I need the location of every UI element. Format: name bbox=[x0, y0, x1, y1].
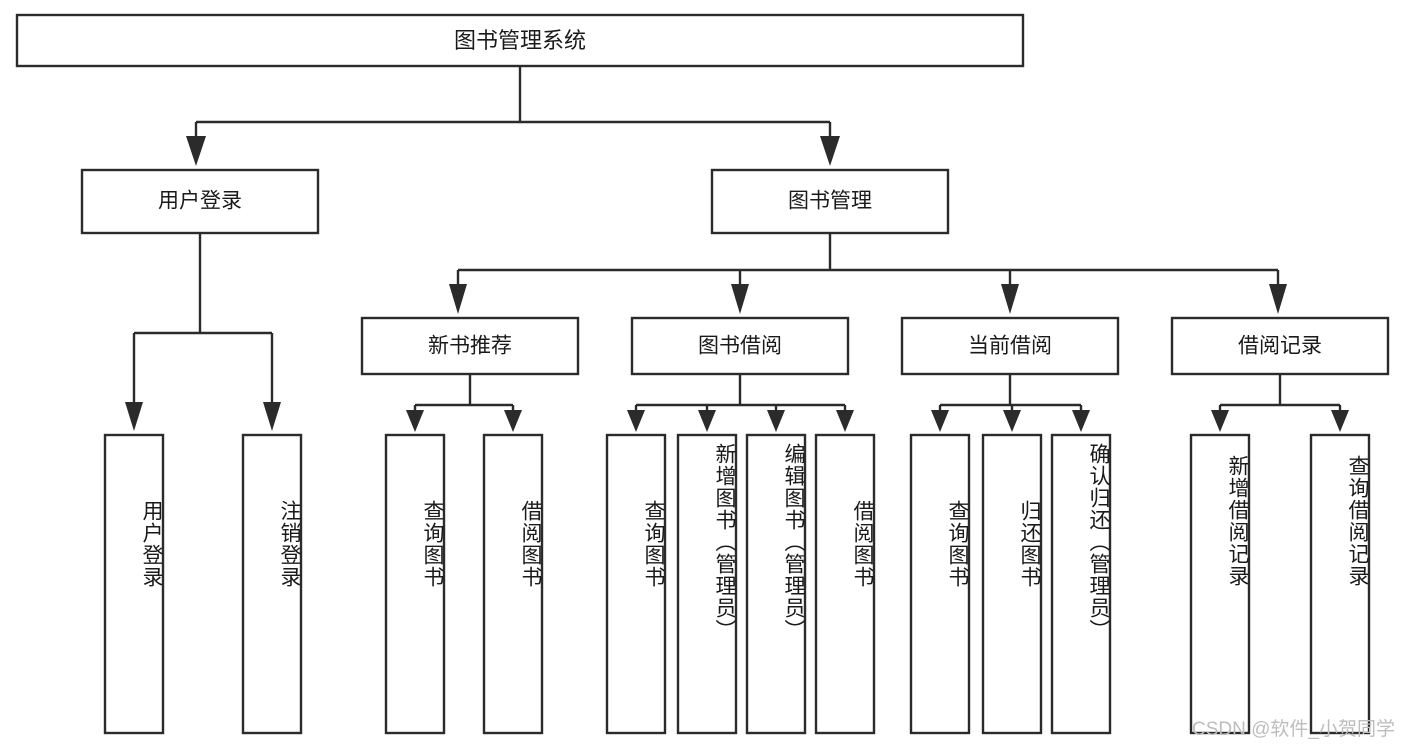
node-current-borrow[interactable]: 当前借阅 bbox=[900, 316, 1120, 376]
node-user-login[interactable]: 用户登录 bbox=[80, 168, 320, 235]
arrowhead-borrow-leaf1 bbox=[627, 410, 645, 432]
leaf-box-borrow-book-new[interactable] bbox=[482, 433, 544, 735]
node-book-borrow[interactable]: 图书借阅 bbox=[630, 316, 850, 376]
arrowhead-book-to-record bbox=[1269, 284, 1287, 314]
node-current-borrow-box[interactable] bbox=[900, 316, 1120, 376]
arrowhead-root-to-book bbox=[820, 136, 840, 166]
node-new-book-recommend-label: 新书推荐 bbox=[428, 335, 512, 358]
arrowhead-book-to-current bbox=[1001, 284, 1019, 314]
node-root-label: 图书管理系统 bbox=[454, 28, 586, 53]
arrowhead-current-leaf2 bbox=[1003, 410, 1021, 432]
arrowhead-user-leaf2 bbox=[263, 402, 281, 431]
edge-group-current-borrow bbox=[931, 374, 1090, 432]
arrowhead-current-leaf1 bbox=[931, 410, 949, 432]
edge-group-user-login bbox=[125, 233, 281, 431]
leaf-box-add-borrow-record[interactable] bbox=[1189, 433, 1251, 735]
arrowhead-current-leaf3 bbox=[1072, 410, 1090, 432]
node-borrow-record-label: 借阅记录 bbox=[1238, 335, 1322, 358]
node-book-management[interactable]: 图书管理 bbox=[710, 168, 950, 235]
edge-group-root bbox=[186, 66, 840, 166]
arrowhead-record-leaf2 bbox=[1331, 410, 1349, 432]
edge-group-new-book bbox=[406, 374, 522, 432]
edge-group-borrow-record bbox=[1211, 374, 1349, 432]
node-root[interactable]: 图书管理系统 bbox=[15, 13, 1025, 68]
node-user-login-box[interactable] bbox=[80, 168, 320, 235]
arrowhead-book-to-borrow bbox=[731, 284, 749, 314]
leaf-box-query-book-borrow[interactable] bbox=[605, 433, 667, 735]
node-book-borrow-box[interactable] bbox=[630, 316, 850, 376]
leaf-box-add-book-admin[interactable] bbox=[676, 433, 738, 735]
arrowhead-borrow-leaf3 bbox=[767, 410, 785, 432]
csdn-watermark: CSDN @软件_小贺同学 bbox=[1192, 719, 1395, 740]
arrowhead-book-to-new bbox=[449, 284, 467, 314]
leaf-boxes bbox=[103, 433, 1371, 735]
leaf-box-return-book[interactable] bbox=[981, 433, 1043, 735]
arrowhead-borrow-leaf2 bbox=[698, 410, 716, 432]
node-borrow-record-box[interactable] bbox=[1170, 316, 1390, 376]
edge-group-book-borrow bbox=[627, 374, 854, 432]
leaf-box-confirm-return-admin[interactable] bbox=[1050, 433, 1112, 735]
arrowhead-newbook-leaf2 bbox=[504, 410, 522, 432]
node-new-book-recommend-box[interactable] bbox=[360, 316, 580, 376]
leaf-box-query-borrow-record[interactable] bbox=[1309, 433, 1371, 735]
node-user-login-label: 用户登录 bbox=[158, 190, 242, 213]
arrowhead-newbook-leaf1 bbox=[406, 410, 424, 432]
leaf-box-query-book-new[interactable] bbox=[384, 433, 446, 735]
arrowhead-record-leaf1 bbox=[1211, 410, 1229, 432]
leaf-box-logout[interactable] bbox=[241, 433, 303, 735]
arrowhead-root-to-user bbox=[186, 136, 206, 166]
node-root-box[interactable] bbox=[15, 13, 1025, 68]
leaf-box-borrow-book[interactable] bbox=[814, 433, 876, 735]
arrowhead-user-leaf1 bbox=[125, 402, 143, 431]
node-book-management-box[interactable] bbox=[710, 168, 950, 235]
leaf-box-edit-book-admin[interactable] bbox=[745, 433, 807, 735]
node-book-management-label: 图书管理 bbox=[788, 190, 872, 213]
node-new-book-recommend[interactable]: 新书推荐 bbox=[360, 316, 580, 376]
leaf-box-user-login[interactable] bbox=[103, 433, 165, 735]
node-borrow-record[interactable]: 借阅记录 bbox=[1170, 316, 1390, 376]
node-book-borrow-label: 图书借阅 bbox=[698, 335, 782, 358]
arrowhead-borrow-leaf4 bbox=[836, 410, 854, 432]
edge-group-book-mgmt bbox=[449, 233, 1287, 314]
leaf-box-query-book-current[interactable] bbox=[909, 433, 971, 735]
node-current-borrow-label: 当前借阅 bbox=[968, 335, 1052, 358]
